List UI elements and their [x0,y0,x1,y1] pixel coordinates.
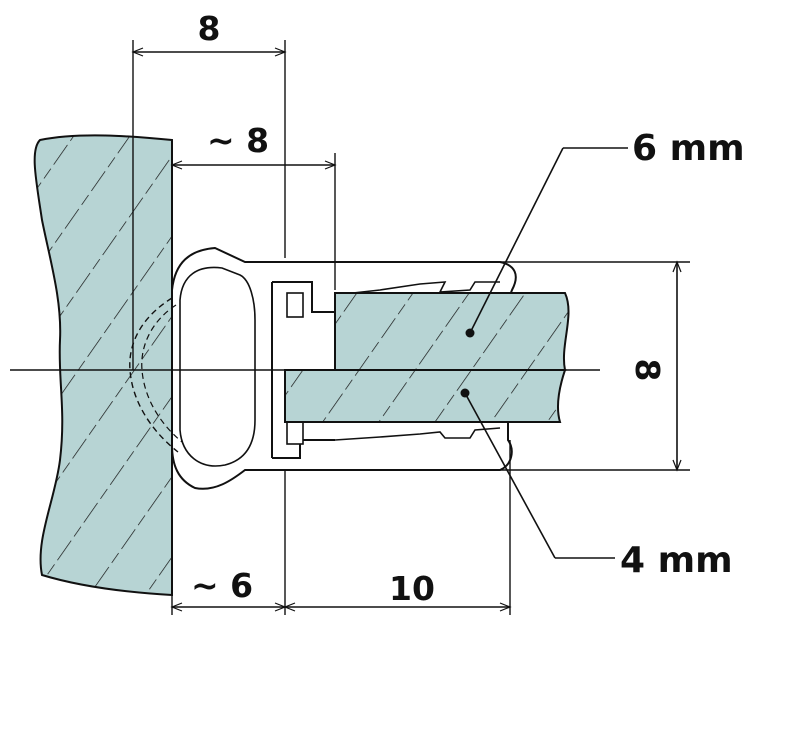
dim-bottom-left-label: ~ 6 [191,566,253,605]
callout-4mm-label: 4 mm [620,540,733,581]
seal-bulb-dashed [129,297,179,453]
dim-height-label: 8 [628,359,667,382]
leader-4mm [464,392,556,559]
wall-section [33,134,173,597]
seal-teeth-bottom [334,427,501,441]
callout-6mm-label: 6 mm [632,128,745,169]
dim-bottom-right-label: 10 [389,569,435,608]
seal-teeth-top [334,281,500,296]
dim-inner-label: ~ 8 [207,121,269,160]
glass-6mm [334,292,570,371]
leader-6mm [469,147,564,334]
glass-4mm [284,369,567,423]
dim-top-label: 8 [198,9,221,48]
